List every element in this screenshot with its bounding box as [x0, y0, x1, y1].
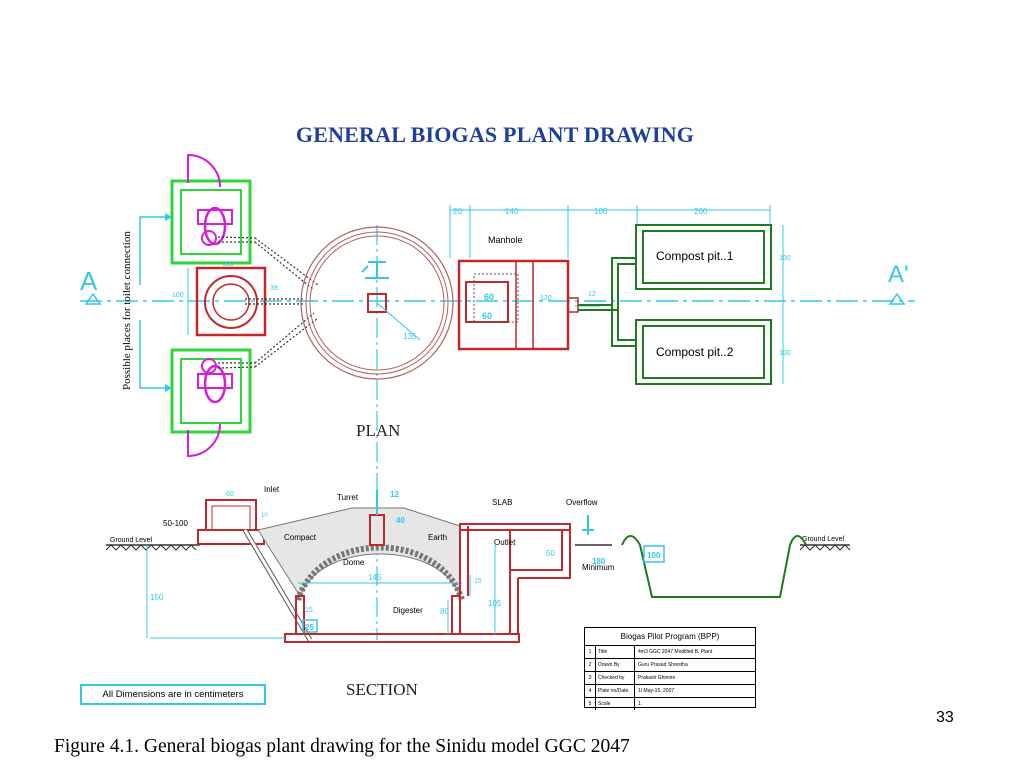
outlet-section	[459, 523, 571, 634]
dim-section-15-b: 15	[305, 607, 313, 614]
drawing-title: GENERAL BIOGAS PLANT DRAWING	[295, 122, 695, 147]
dome-arc	[295, 544, 465, 601]
section-mark-right: A'	[888, 261, 909, 288]
compost-pit-1-label: Compost pit..1	[656, 249, 734, 263]
dim-section-10: 10	[261, 513, 268, 519]
section-mark-left: A	[80, 266, 98, 296]
top-dimension-chain	[449, 205, 771, 258]
dim-section-60: 60	[226, 491, 234, 498]
dim-section-50-100: 50-100	[163, 519, 188, 528]
digester-label: Digester	[393, 606, 423, 615]
dim-section-180: 180	[592, 557, 606, 566]
dim-plan-140: 140	[505, 207, 519, 216]
title-block-row: 4 Plate no/Date 1/ May-15, 2007	[585, 685, 755, 698]
digester-walls	[284, 595, 520, 643]
dim-section-50: 50	[546, 549, 555, 558]
earth-label: Earth	[428, 533, 447, 542]
dim-section-80: 80	[440, 607, 449, 616]
dim-plan-100-b: 100	[779, 255, 791, 262]
title-block-row: 2 Drawn By Guru Prasad Shrestha	[585, 659, 755, 672]
connection-arrow-bottom	[139, 320, 165, 389]
gas-valve-icon	[361, 261, 389, 279]
dim-section-40: 40	[396, 516, 405, 525]
dim-plan-20: 20	[453, 207, 462, 216]
compost-pits	[578, 224, 772, 385]
title-block-row: 1 Title 4m3 GGC 2047 Modified B. Plant	[585, 646, 755, 659]
compost-pit-2-label: Compost pit..2	[656, 345, 734, 359]
dim-plan-100-d: 100	[172, 292, 184, 299]
section-arrow-right	[888, 292, 906, 305]
outlet-tank-plan	[457, 259, 570, 351]
dim-plan-100-a: 100	[594, 207, 608, 216]
dim-plan-12: 12	[588, 291, 596, 298]
dim-plan-39: 39	[270, 285, 278, 292]
page-number: 33	[936, 709, 954, 726]
manhole-label: Manhole	[488, 235, 523, 245]
ground-right	[575, 544, 851, 551]
dim-plan-120: 120	[540, 295, 552, 302]
dim-plan-100-c: 100	[222, 261, 234, 268]
plan-label: PLAN	[356, 421, 401, 440]
radius-line	[376, 302, 421, 341]
slab-label: SLAB	[492, 498, 512, 507]
overflow-label: Overflow	[566, 498, 598, 507]
dim-section-145: 145	[368, 573, 382, 582]
section-label: SECTION	[346, 680, 418, 699]
dim-plan-60: 60	[484, 292, 494, 302]
outlet-label: Outlet	[494, 538, 516, 547]
compost-pit-section	[621, 535, 807, 598]
overflow-symbol	[582, 515, 594, 535]
toilet-bottom	[170, 348, 252, 458]
ground-left	[105, 544, 200, 551]
title-block-row: 5 Scale 1:	[585, 698, 755, 710]
dim-section-105: 105	[488, 599, 502, 608]
inlet-label: Inlet	[264, 485, 280, 494]
dim-section-25: 25	[305, 623, 314, 632]
toilet-pipes	[217, 236, 319, 369]
inlet-tank-plan	[195, 266, 267, 337]
compact-label: Compact	[284, 533, 317, 542]
dome-label: Dome	[343, 558, 365, 567]
dim-section-150: 150	[150, 593, 164, 602]
turret-plan	[367, 293, 387, 313]
turret-label: Turret	[337, 493, 359, 502]
dim-section-100: 100	[647, 551, 661, 560]
dimensions-note: All Dimensions are in centimeters	[80, 684, 266, 705]
minimum-label: Minimum	[582, 563, 615, 572]
toilet-connection-label: Possible places for toilet connection	[121, 231, 133, 390]
dim-plan-100-e: 100	[779, 350, 791, 357]
figure-caption: Figure 4.1. General biogas plant drawing…	[54, 736, 630, 757]
dim-section-15: 15	[474, 578, 482, 585]
digester-plan	[300, 226, 454, 380]
dim-plan-60-b: 60	[482, 311, 492, 321]
overflow-box-plan	[567, 297, 579, 313]
ground-level-left: Ground Level	[110, 537, 152, 544]
ground-level-right: Ground Level	[802, 536, 844, 543]
title-block-heading: Biogas Pilot Program (BPP)	[585, 628, 755, 646]
title-block: Biogas Pilot Program (BPP) 1 Title 4m3 G…	[584, 627, 756, 710]
toilet-top	[170, 153, 252, 265]
dim-plan-200: 200	[694, 207, 708, 216]
section-arrow-left	[84, 292, 102, 305]
dim-section-12: 12	[390, 490, 399, 499]
section-dimension-lines	[146, 545, 496, 639]
turret-section	[369, 490, 385, 546]
connection-arrow-top	[139, 216, 165, 285]
title-block-row: 3 Checked by Prakash Ghimire	[585, 672, 755, 685]
dim-plan-135: 135	[403, 332, 417, 341]
